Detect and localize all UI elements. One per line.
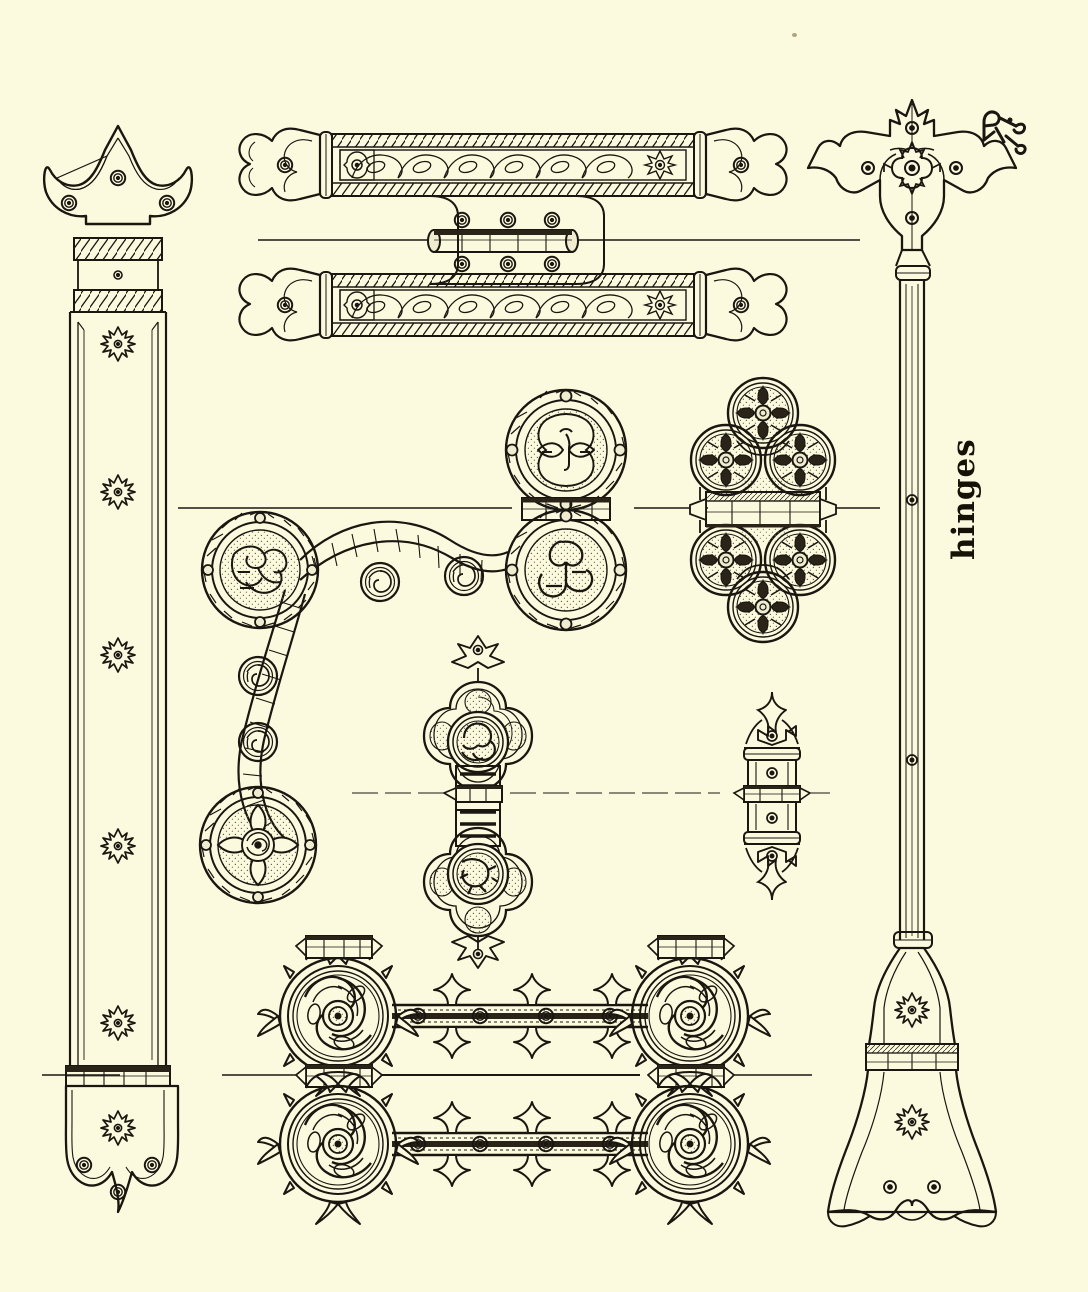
triskelion-rosette <box>609 1070 771 1225</box>
quatrefoil-plate-hinge <box>422 635 534 969</box>
rosette-bar-lower <box>392 1101 648 1187</box>
foliate-scroll-infill <box>351 154 633 179</box>
triskelion-rosette-double-hinge <box>257 935 771 1225</box>
scroll-medallion-lower <box>198 785 318 905</box>
upper-quatrefoil-plate <box>422 680 534 792</box>
right-strap-hinge <box>806 98 1018 1228</box>
lower-band-leaf <box>238 267 788 342</box>
artist-monogram <box>982 110 1027 155</box>
plate-caption: hinges <box>946 438 982 560</box>
panel-rosette <box>339 149 678 181</box>
paired-medallion-hinge <box>504 388 628 632</box>
six-medallion-cluster-hinge <box>689 376 837 644</box>
central-hinge-knuckle <box>427 195 605 285</box>
upper-double-strap-hinge <box>238 127 788 342</box>
rope-ring <box>203 512 317 627</box>
small-crocketed-butt-hinge <box>732 691 812 901</box>
lower-quatrefoil-plate <box>422 826 534 938</box>
rope-twist-s-scroll-hinge <box>198 510 511 905</box>
rosette-hinge-barrel <box>294 935 736 959</box>
left-strap-hinge <box>42 124 194 1214</box>
paper-speck <box>792 33 797 37</box>
rosette-bar-upper <box>392 973 648 1059</box>
hinge-axis-lines <box>42 239 880 1076</box>
upper-band-leaf <box>238 127 788 202</box>
scroll-medallion-upper <box>200 510 320 630</box>
triskelion-rosette <box>257 1070 419 1225</box>
